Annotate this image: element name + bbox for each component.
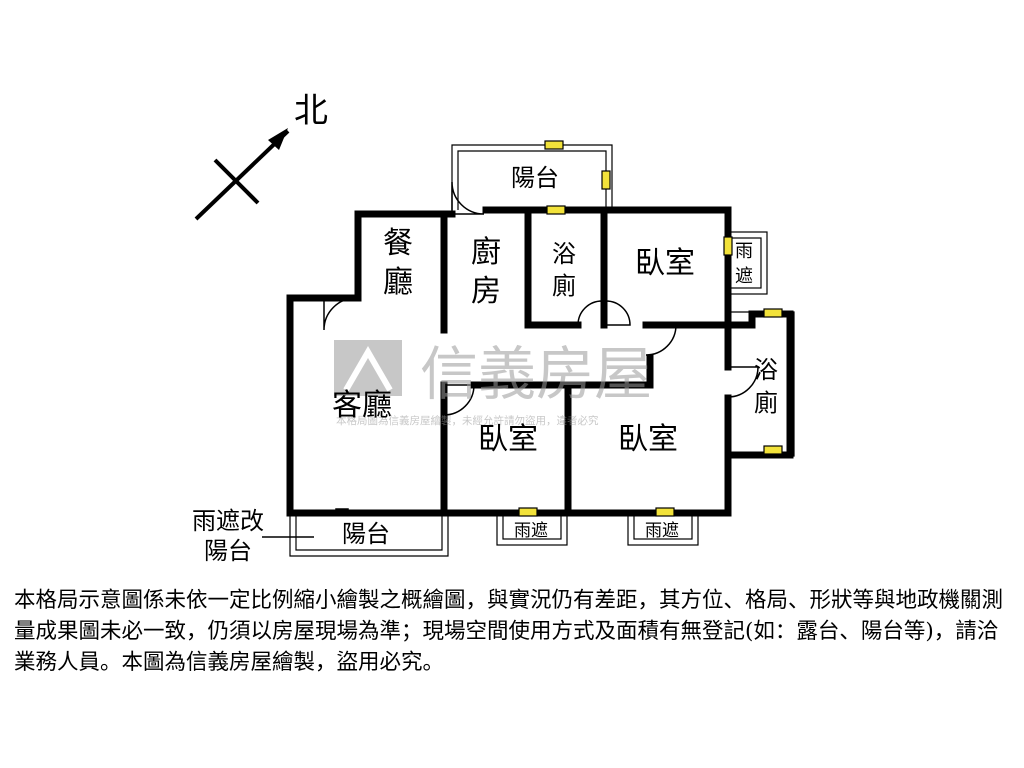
wall-bedroom-divider-top bbox=[470, 354, 654, 389]
window-bath-east-bottom bbox=[763, 445, 783, 455]
walls bbox=[286, 206, 794, 517]
window-bedroom-center bbox=[518, 507, 538, 517]
window-bedroom-ne bbox=[723, 236, 733, 256]
north-label: 北 bbox=[294, 93, 328, 130]
label-bedroom-ne: 臥室 bbox=[635, 247, 695, 280]
window-north-balcony-east bbox=[601, 170, 611, 190]
label-dining-1: 餐 bbox=[383, 227, 413, 260]
room-labels: 餐 廳 廚 房 浴 廁 臥室 雨 遮 浴 廁 客廳 臥室 臥室 陽台 陽台 雨遮… bbox=[192, 165, 778, 565]
door-north-balcony bbox=[451, 181, 485, 215]
door-bath-east bbox=[727, 366, 759, 398]
label-bedroom-se: 臥室 bbox=[618, 423, 678, 456]
compass-arrow-head bbox=[268, 128, 288, 150]
watermark-notice: 本格局圖為信義房屋繪製，未經允許請勿盜用，違者必究 bbox=[336, 414, 599, 427]
label-balcony-south: 陽台 bbox=[342, 521, 390, 548]
wall-east-bath bbox=[724, 310, 794, 459]
door-bedroom-ne bbox=[605, 300, 631, 326]
label-bath-east-1: 浴 bbox=[754, 357, 778, 384]
compass-cross-bar bbox=[213, 158, 260, 205]
windows bbox=[518, 140, 783, 517]
wall-dining-north bbox=[354, 210, 456, 302]
compass: 北 bbox=[194, 93, 328, 221]
label-kitchen-2: 房 bbox=[471, 275, 501, 308]
label-converted-note-1: 雨遮改 bbox=[192, 508, 264, 535]
watermark: 信義房屋 本格局圖為信義房屋繪製，未經允許請勿盜用，違者必究 bbox=[334, 340, 652, 427]
watermark-brand: 信義房屋 bbox=[420, 340, 652, 408]
east-bath-outline bbox=[728, 311, 795, 457]
south-balcony-outline-outer bbox=[289, 513, 449, 557]
label-rain-cover-east-2: 遮 bbox=[735, 266, 753, 286]
compass-arrow-shaft bbox=[194, 129, 290, 221]
window-bath-east-top bbox=[763, 308, 783, 318]
label-converted-note-2: 陽台 bbox=[204, 538, 252, 565]
label-kitchen-1: 廚 bbox=[471, 236, 501, 269]
window-north-balcony bbox=[544, 140, 564, 150]
disclaimer-text: 本格局示意圖係未依一定比例縮小繪製之概繪圖，與實況仍有差距，其方位、格局、形狀等… bbox=[14, 588, 1004, 675]
label-rain-cover-south-2: 雨遮 bbox=[645, 521, 679, 540]
north-balcony-outline-outer bbox=[451, 144, 613, 210]
label-rain-cover-south-1: 雨遮 bbox=[514, 521, 548, 540]
window-bedroom-se bbox=[655, 507, 675, 517]
wall-north bbox=[482, 206, 732, 329]
label-bath-east-2: 廁 bbox=[754, 390, 778, 417]
label-rain-cover-east-1: 雨 bbox=[735, 241, 753, 261]
south-balcony-outline-inner bbox=[295, 513, 443, 551]
label-dining-2: 廳 bbox=[383, 266, 413, 299]
floor-plan: 北 bbox=[192, 93, 795, 565]
label-bedroom-center: 臥室 bbox=[478, 423, 538, 456]
door-bedroom-center bbox=[443, 384, 475, 416]
window-bath-north bbox=[546, 205, 566, 215]
south-balcony-sill bbox=[335, 508, 349, 516]
doors bbox=[323, 181, 759, 516]
label-balcony-north: 陽台 bbox=[511, 165, 559, 192]
door-bath-north bbox=[577, 300, 603, 326]
door-hall bbox=[645, 324, 677, 356]
label-bath-north-2: 廁 bbox=[552, 273, 576, 300]
watermark-logo-mark bbox=[343, 346, 393, 392]
door-dining bbox=[323, 297, 357, 331]
wall-bath-west bbox=[524, 206, 582, 329]
label-living: 客廳 bbox=[332, 389, 392, 422]
label-bath-north-1: 浴 bbox=[552, 241, 576, 268]
